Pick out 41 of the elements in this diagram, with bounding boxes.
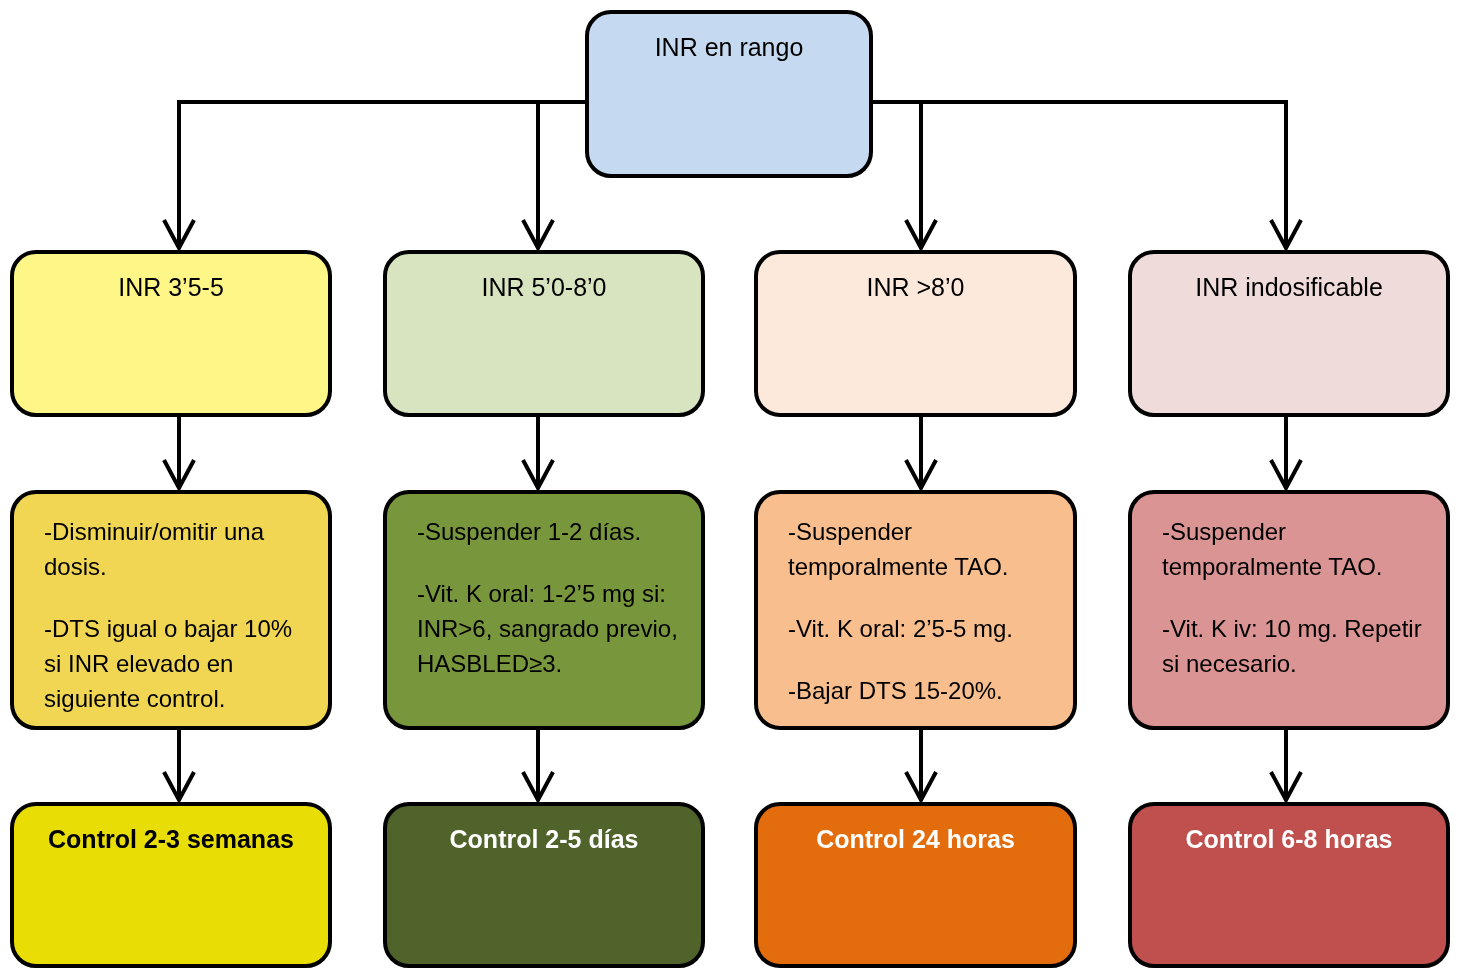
range-box xyxy=(383,250,705,417)
instruction-text: -Disminuir/omitir una dosis. xyxy=(44,517,266,582)
arrow xyxy=(1269,730,1303,805)
box-title: INR >8’0 xyxy=(866,272,965,302)
arrow xyxy=(904,730,938,805)
arrow xyxy=(162,417,196,493)
instruction-text: -Vit. K iv: 10 mg. Repetir si necesario. xyxy=(1162,614,1423,679)
arrow xyxy=(521,417,555,493)
box-title: INR indosificable xyxy=(1195,272,1383,302)
action-box xyxy=(10,490,332,730)
instruction-text: -Vit. K oral: 1-2’5 mg si: INR>6, sangrado previo, HASBLED≥3. xyxy=(417,579,679,679)
box-title: Control 24 horas xyxy=(816,824,1015,854)
control-box xyxy=(383,802,705,968)
box-title: Control 6-8 horas xyxy=(1185,824,1393,854)
action-box xyxy=(754,490,1077,730)
range-box xyxy=(1128,250,1450,417)
control-box xyxy=(754,802,1077,968)
action-box xyxy=(1128,490,1450,730)
control-box xyxy=(10,802,332,968)
instruction-text: -DTS igual o bajar 10% si INR elevado en siguiente control. xyxy=(44,614,294,714)
control-box xyxy=(1128,802,1450,968)
box-title: Control 2-3 semanas xyxy=(48,824,294,854)
arrow xyxy=(521,100,585,253)
range-box xyxy=(10,250,332,417)
start-box xyxy=(585,10,873,178)
arrow xyxy=(162,730,196,805)
action-box xyxy=(383,490,705,730)
box-title: INR 5’0-8’0 xyxy=(481,272,607,302)
instruction-text: -Suspender temporalmente TAO. xyxy=(788,517,1010,582)
box-title: INR 3’5-5 xyxy=(118,272,224,302)
box-title: INR en rango xyxy=(654,32,804,62)
arrow xyxy=(1269,417,1303,493)
box-title: Control 2-5 días xyxy=(449,824,639,854)
arrow xyxy=(873,100,1303,253)
arrow xyxy=(521,730,555,805)
instruction-text: -Vit. K oral: 2’5-5 mg. xyxy=(788,614,1013,644)
range-box xyxy=(754,250,1077,417)
instruction-text: -Suspender temporalmente TAO. xyxy=(1162,517,1384,582)
arrow xyxy=(904,417,938,493)
instruction-text: -Suspender 1-2 días. xyxy=(417,517,642,547)
instruction-text: -Bajar DTS 15-20%. xyxy=(788,676,1003,706)
